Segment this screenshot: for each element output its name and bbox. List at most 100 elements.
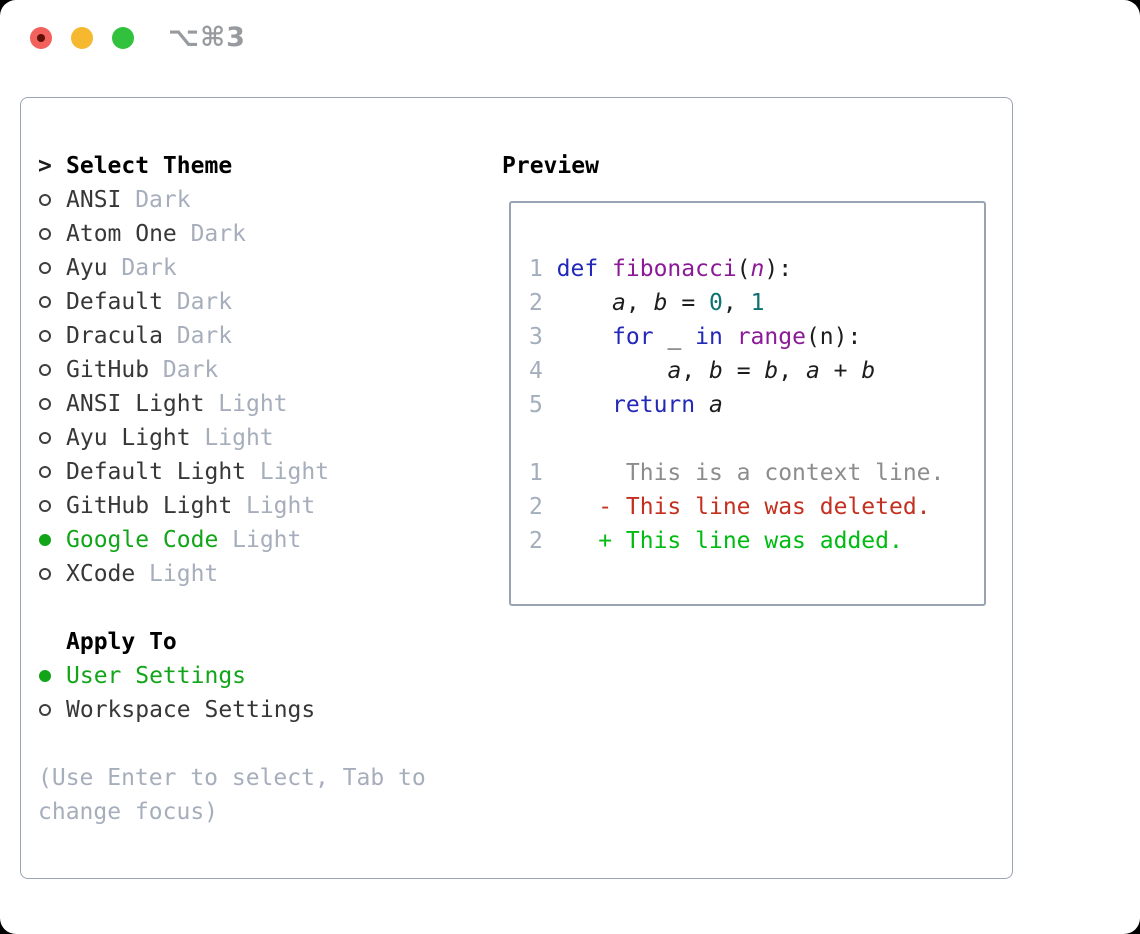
code-line bbox=[529, 422, 984, 456]
theme-name: Ayu bbox=[66, 255, 108, 281]
radio-icon bbox=[39, 500, 51, 512]
apply-to-title: Apply To bbox=[66, 629, 177, 655]
code-token bbox=[557, 290, 612, 316]
theme-name: Default Light bbox=[66, 459, 247, 485]
code-token: , bbox=[681, 358, 709, 384]
theme-option-row[interactable]: Google Code Light bbox=[38, 523, 488, 557]
radio-icon bbox=[39, 534, 51, 546]
radio-marker bbox=[38, 534, 66, 546]
theme-variant-label: Light bbox=[204, 425, 274, 451]
code-token: 0 bbox=[709, 290, 723, 316]
theme-variant-label: Dark bbox=[135, 187, 191, 213]
radio-marker bbox=[38, 296, 66, 308]
code-token: This is a context line. bbox=[556, 460, 945, 486]
line-number: 4 bbox=[529, 358, 543, 384]
code-token: b bbox=[861, 358, 876, 384]
theme-list: ANSI Dark Atom One Dark Ayu Dark bbox=[38, 183, 488, 591]
theme-option-row[interactable]: GitHub Light Light bbox=[38, 489, 488, 523]
cursor-icon: > bbox=[38, 153, 52, 179]
radio-icon bbox=[39, 432, 51, 444]
theme-option-row[interactable]: Atom One Dark bbox=[38, 217, 488, 251]
radio-marker bbox=[38, 432, 66, 444]
apply-to-option-row[interactable]: Workspace Settings bbox=[38, 693, 488, 727]
code-line: 4 a, b = b, a + b bbox=[529, 354, 984, 388]
theme-name: GitHub Light bbox=[66, 493, 233, 519]
line-number: 2 bbox=[529, 290, 543, 316]
theme-variant-label: Light bbox=[259, 459, 330, 485]
code-token: in bbox=[695, 324, 723, 350]
code-token: for bbox=[612, 324, 654, 350]
code-line: 3 for _ in range(n): bbox=[529, 320, 984, 354]
theme-name: Atom One bbox=[66, 221, 177, 247]
theme-option-row[interactable]: GitHub Dark bbox=[38, 353, 488, 387]
line-number: 2 bbox=[529, 494, 543, 520]
code-token bbox=[723, 324, 737, 350]
line-number: 2 bbox=[529, 528, 543, 554]
code-token: (n): bbox=[805, 324, 862, 350]
code-token: a bbox=[709, 392, 723, 418]
theme-option-row[interactable]: ANSI Dark bbox=[38, 183, 488, 217]
spacer bbox=[38, 591, 488, 625]
code-line: 2 + This line was added. bbox=[529, 524, 984, 558]
close-button-icon[interactable] bbox=[30, 27, 52, 49]
theme-option-row[interactable]: Ayu Dark bbox=[38, 251, 488, 285]
theme-option-row[interactable]: Dracula Dark bbox=[38, 319, 488, 353]
code-token: ( bbox=[736, 256, 751, 282]
line-number: 1 bbox=[529, 460, 543, 486]
radio-icon bbox=[39, 194, 51, 206]
theme-name: Dracula bbox=[66, 323, 163, 349]
cursor-marker: > bbox=[38, 153, 66, 179]
theme-variant-label: Light bbox=[232, 527, 302, 553]
code-token: - This line was deleted. bbox=[556, 494, 931, 520]
code-line: 5 return a bbox=[529, 388, 984, 422]
code-token bbox=[557, 392, 612, 418]
line-number: 5 bbox=[529, 392, 543, 418]
apply-to-option-row[interactable]: User Settings bbox=[38, 659, 488, 693]
theme-option-row[interactable]: Default Light Light bbox=[38, 455, 488, 489]
radio-icon bbox=[39, 228, 51, 240]
theme-option-row[interactable]: XCode Light bbox=[38, 557, 488, 591]
theme-name: GitHub bbox=[66, 357, 150, 383]
theme-option-row[interactable]: Ayu Light Light bbox=[38, 421, 488, 455]
theme-name: Google Code bbox=[66, 527, 219, 553]
radio-icon bbox=[39, 704, 51, 716]
code-token: a bbox=[667, 358, 682, 384]
theme-name: ANSI bbox=[66, 187, 122, 213]
theme-picker-panel: > Select Theme ANSI Dark Atom One Dark bbox=[20, 97, 1013, 879]
radio-marker bbox=[38, 364, 66, 376]
line-number: 1 bbox=[529, 256, 543, 282]
theme-variant-label: Light bbox=[218, 391, 288, 417]
minimize-button-icon[interactable] bbox=[71, 27, 93, 49]
code-token: + bbox=[819, 358, 862, 384]
code-token: , bbox=[778, 358, 806, 384]
apply-to-option-name: User Settings bbox=[66, 663, 247, 689]
code-token bbox=[695, 392, 709, 418]
code-token: _ bbox=[653, 324, 696, 350]
theme-variant-label: Light bbox=[149, 561, 219, 587]
theme-selector: > Select Theme ANSI Dark Atom One Dark bbox=[38, 149, 488, 829]
window-controls bbox=[30, 27, 134, 49]
code-token: , bbox=[625, 290, 654, 316]
theme-variant-label: Dark bbox=[176, 323, 233, 349]
radio-marker bbox=[38, 568, 66, 580]
code-token: def bbox=[556, 256, 613, 282]
apply-to-list: User Settings Workspace Settings bbox=[38, 659, 488, 727]
zoom-button-icon[interactable] bbox=[112, 27, 134, 49]
code-line: 1 This is a context line. bbox=[529, 456, 984, 490]
theme-name: ANSI Light bbox=[66, 391, 205, 417]
theme-name: XCode bbox=[66, 561, 136, 587]
radio-icon bbox=[39, 670, 51, 682]
code-line: 2 - This line was deleted. bbox=[529, 490, 984, 524]
theme-option-row[interactable]: ANSI Light Light bbox=[38, 387, 488, 421]
theme-variant-label: Dark bbox=[176, 289, 233, 315]
radio-marker bbox=[38, 194, 66, 206]
keyboard-hint-text: (Use Enter to select, Tab to change focu… bbox=[38, 765, 440, 825]
code-token: range bbox=[736, 324, 806, 350]
theme-option-row[interactable]: Default Dark bbox=[38, 285, 488, 319]
radio-icon bbox=[39, 296, 51, 308]
code-token: a bbox=[805, 358, 820, 384]
theme-name: Default bbox=[66, 289, 163, 315]
theme-variant-label: Light bbox=[245, 493, 316, 519]
radio-marker bbox=[38, 704, 66, 716]
theme-variant-label: Dark bbox=[190, 221, 246, 247]
